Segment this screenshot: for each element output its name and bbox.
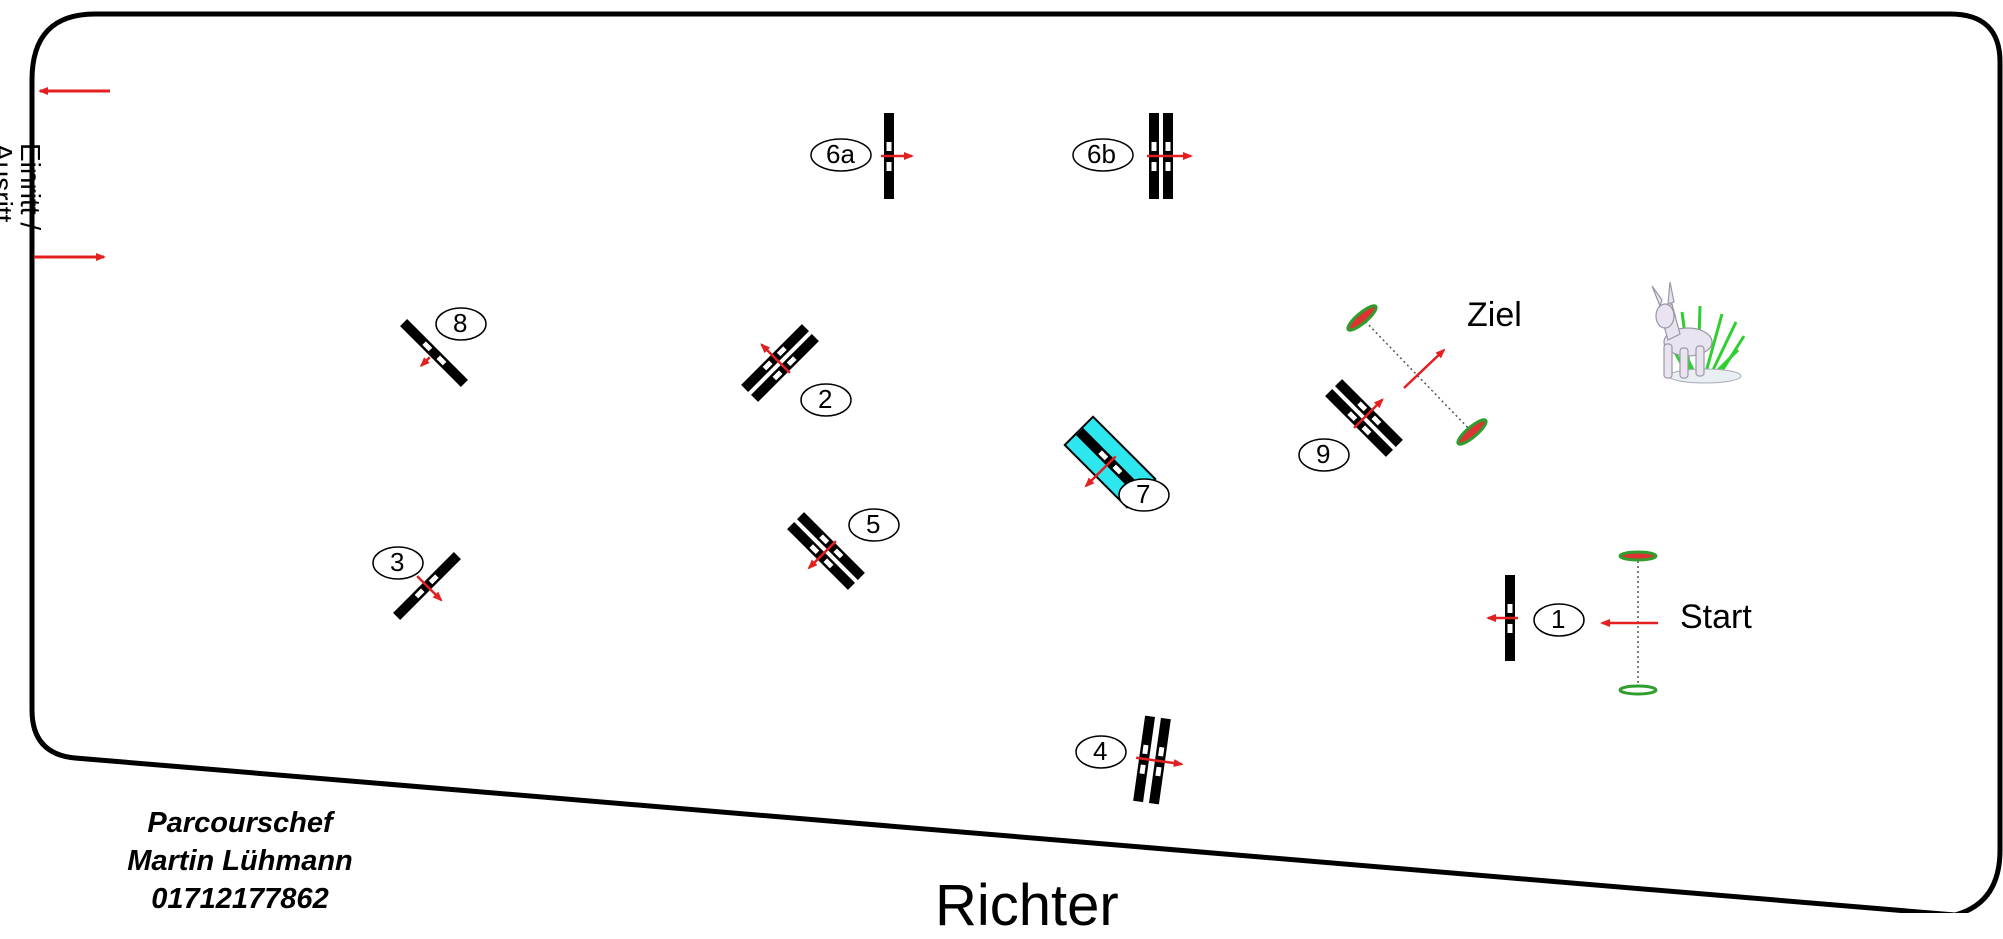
oval-1 (1533, 603, 1585, 637)
label-obstacle-8: 8 (453, 308, 468, 338)
oval-9 (1298, 438, 1350, 472)
obstacle-1 (1486, 575, 1518, 661)
donkey-figure-icon (1651, 281, 1746, 384)
obstacle-4 (1133, 715, 1184, 805)
label-obstacle-5: 5 (866, 509, 881, 539)
label-obstacle-1: 1 (1551, 604, 1566, 634)
label-obstacle-6a: 6a (826, 139, 855, 169)
oval-8 (435, 307, 487, 341)
label-obstacle-6b: 6b (1087, 139, 1116, 169)
oval-3 (372, 546, 424, 580)
course-designer-credit: Parcourschef Martin Lühmann 01712177862 (80, 804, 400, 918)
oval-4 (1075, 735, 1127, 769)
obstacle-8 (400, 319, 468, 387)
label-obstacle-2: 2 (818, 384, 833, 414)
credit-name: Martin Lühmann (127, 845, 353, 877)
label-obstacle-4: 4 (1093, 736, 1108, 766)
oval-2 (800, 383, 852, 417)
finish-label: Ziel (1467, 296, 1522, 334)
oval-7 (1118, 478, 1170, 512)
oval-5 (848, 508, 900, 542)
obstacle-2 (741, 324, 819, 402)
obstacle-5 (787, 512, 865, 590)
start-line (1600, 550, 1658, 696)
exit-label: Ausritt (0, 143, 18, 223)
label-obstacle-9: 9 (1316, 439, 1331, 469)
label-obstacle-7: 7 (1136, 479, 1151, 509)
entry-exit-label: Einritt / Ausritt (0, 135, 104, 235)
label-obstacle-3: 3 (390, 547, 405, 577)
judge-label: Richter (935, 873, 1119, 938)
obstacle-9 (1325, 379, 1403, 457)
credit-phone: 01712177862 (151, 883, 329, 915)
oval-6a (810, 138, 872, 172)
arena-border (29, 11, 2003, 913)
entry-label: Einritt / (15, 143, 46, 231)
obstacle-6a (881, 113, 914, 199)
start-label: Start (1680, 598, 1752, 636)
obstacle-6b (1147, 113, 1193, 199)
obstacle-3 (393, 552, 461, 620)
oval-6b (1072, 138, 1134, 172)
finish-line (1346, 304, 1488, 446)
credit-role: Parcourschef (147, 807, 333, 839)
